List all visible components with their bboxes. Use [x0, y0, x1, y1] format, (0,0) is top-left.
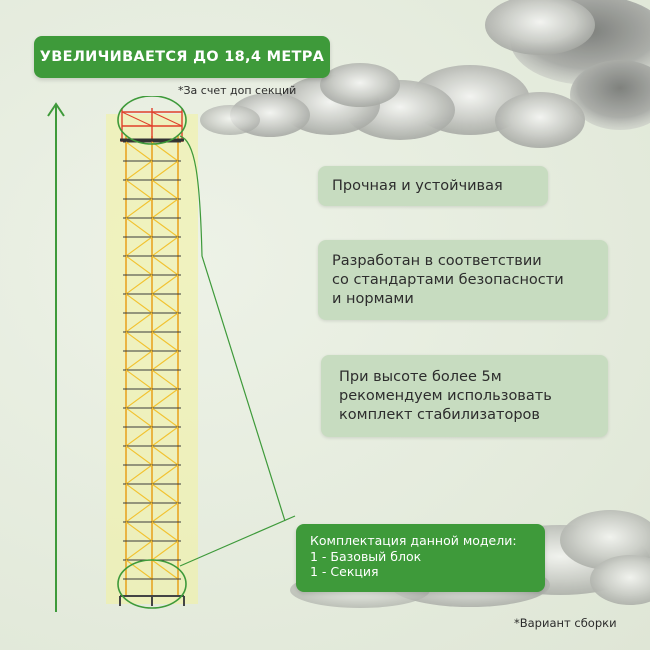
- scaffold-brace: [125, 445, 153, 466]
- scaffold-brace: [151, 464, 179, 485]
- scaffold-brace: [151, 559, 179, 580]
- height-banner-note: *За счет доп секций: [178, 84, 297, 97]
- scaffold-brace: [151, 217, 179, 238]
- scaffold-brace: [151, 274, 179, 295]
- kit-item-section: 1 - Секция: [310, 564, 379, 579]
- scaffold-brace: [151, 255, 179, 276]
- height-banner-title: УВЕЛИЧИВАЕТСЯ ДО 18,4 МЕТРА: [39, 49, 325, 65]
- height-arrow-icon: [47, 102, 65, 612]
- scaffold-brace: [125, 426, 153, 447]
- top-highlight-circle: [117, 96, 187, 145]
- scaffold-brace: [125, 255, 153, 276]
- scaffold-brace: [151, 483, 179, 504]
- scaffold-brace: [151, 445, 179, 466]
- scaffold-brace: [125, 141, 153, 162]
- scaffold-brace: [125, 293, 153, 314]
- scaffold-brace: [125, 540, 153, 561]
- scaffold-brace: [125, 521, 153, 542]
- scaffold-brace: [151, 236, 179, 257]
- scaffold-brace: [151, 141, 179, 162]
- scaffold-brace: [151, 407, 179, 428]
- scaffold-brace: [125, 312, 153, 333]
- assembly-footnote: *Вариант сборки: [514, 616, 617, 630]
- scaffold-brace: [125, 407, 153, 428]
- guardrail-brace: [151, 111, 183, 127]
- scaffold-brace: [125, 274, 153, 295]
- scaffold-brace: [125, 483, 153, 504]
- callout-line-top: [179, 135, 286, 522]
- bottom-highlight-circle: [117, 559, 187, 609]
- callout-line-bottom: [179, 515, 296, 567]
- scaffold-brace: [125, 559, 153, 580]
- scaffold-brace: [125, 198, 153, 219]
- scaffold-brace: [151, 198, 179, 219]
- scaffold-brace: [151, 502, 179, 523]
- feature-card-sturdy: Прочная и устойчивая: [318, 166, 548, 206]
- feature-card-stabilizers: При высоте более 5м рекомендуем использо…: [321, 355, 608, 437]
- scaffold-brace: [125, 464, 153, 485]
- scaffold-tower-icon: [106, 96, 296, 609]
- scaffold-brace: [151, 426, 179, 447]
- feature-card-standards: Разработан в соответствии со стандартами…: [318, 240, 608, 320]
- kit-card: Комплектация данной модели: 1 - Базовый …: [296, 524, 545, 592]
- scaffold-brace: [151, 312, 179, 333]
- scaffold-brace: [151, 521, 179, 542]
- scaffold-brace: [125, 350, 153, 371]
- feature-text-standards: Разработан в соответствии со стандартами…: [332, 252, 564, 307]
- scaffold-brace: [151, 388, 179, 409]
- scaffold-brace: [125, 331, 153, 352]
- scaffold-brace: [125, 236, 153, 257]
- scaffold-brace: [151, 350, 179, 371]
- scaffold-brace: [125, 179, 153, 200]
- scaffold-brace: [125, 388, 153, 409]
- scaffold-brace: [151, 160, 179, 181]
- guardrail-brace: [121, 111, 153, 127]
- scaffold-brace: [125, 502, 153, 523]
- scaffold-brace: [151, 179, 179, 200]
- scaffold-brace: [125, 160, 153, 181]
- scaffold-brace: [151, 293, 179, 314]
- scaffold-brace: [151, 331, 179, 352]
- scaffold-brace: [151, 369, 179, 390]
- kit-heading: Комплектация данной модели:: [310, 533, 517, 548]
- scaffold-brace: [125, 217, 153, 238]
- feature-text-sturdy: Прочная и устойчивая: [332, 177, 503, 194]
- feature-text-stabilizers: При высоте более 5м рекомендуем использо…: [339, 368, 552, 423]
- scaffold-brace: [125, 369, 153, 390]
- kit-item-base: 1 - Базовый блок: [310, 548, 422, 564]
- scaffold-brace: [151, 540, 179, 561]
- height-banner: УВЕЛИЧИВАЕТСЯ ДО 18,4 МЕТРА: [34, 36, 330, 78]
